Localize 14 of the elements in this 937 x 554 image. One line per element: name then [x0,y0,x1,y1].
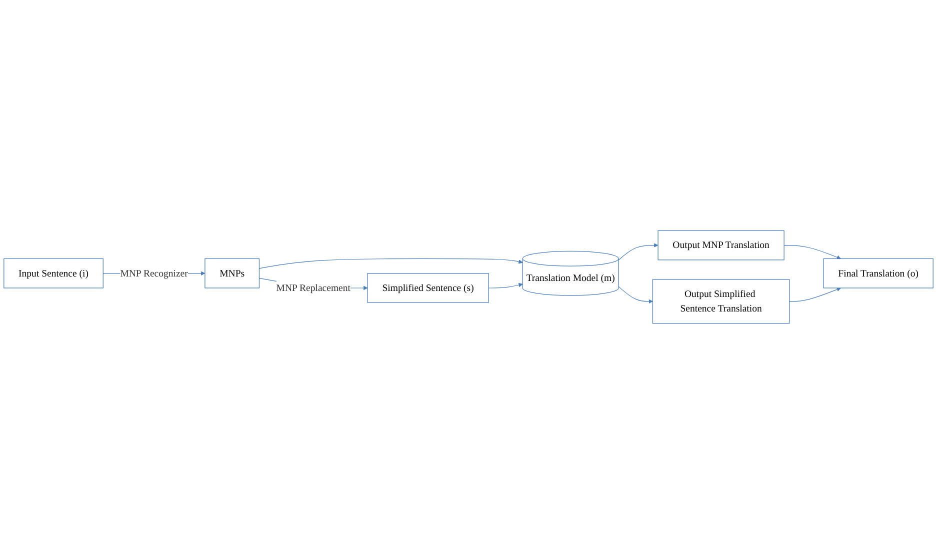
edge-label: MNP Replacement [276,282,350,294]
arrow [618,286,653,304]
node-box: Simplified Sentence (s) [367,273,489,303]
node-box: Output MNP Translation [658,230,784,260]
node-box: MNPs [204,258,260,288]
edge-label: MNP Recognizer [120,268,188,279]
node-box: Input Sentence (i) [4,258,104,288]
arrow [618,243,658,260]
node-box: Output Simplified Sentence Translation [652,279,790,324]
arrow [784,244,842,260]
arrow [488,282,523,288]
arrow [789,287,842,302]
node-box: Final Translation (o) [823,258,934,288]
arrow [258,258,523,269]
